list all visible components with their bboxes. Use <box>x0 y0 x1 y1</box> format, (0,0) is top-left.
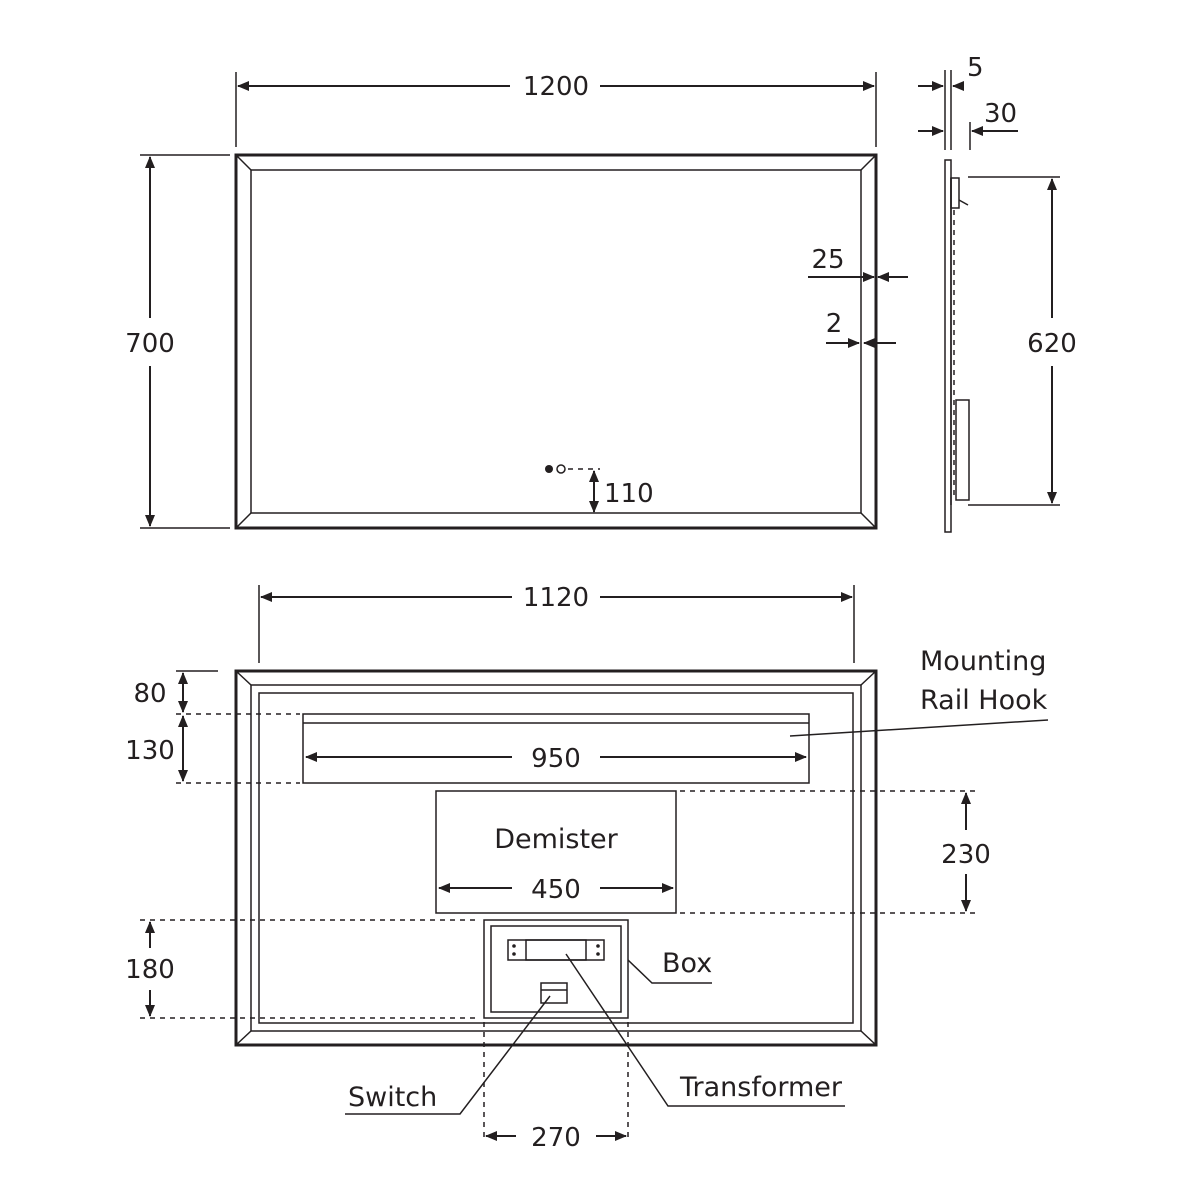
transformer-label: Transformer <box>679 1072 843 1103</box>
border-label: 25 <box>811 245 844 275</box>
box-width-label: 270 <box>531 1123 581 1153</box>
side-profile <box>944 159 970 533</box>
rail-hook-label-line2: Rail Hook <box>920 685 1048 716</box>
rail-span-label: 620 <box>1027 329 1077 359</box>
thickness-dimension: 5 <box>918 53 984 150</box>
border-dimension: 25 <box>808 245 908 282</box>
depth-dimension: 30 <box>918 99 1018 150</box>
back-width-label: 1120 <box>523 583 589 613</box>
demister-height-dimension: 230 <box>680 790 991 914</box>
switch-callout: Switch <box>345 995 551 1115</box>
switch-icon <box>540 982 568 1004</box>
rail-width-label: 950 <box>531 744 581 774</box>
demister-height-label: 230 <box>941 840 991 870</box>
rail-hook-label-line1: Mounting <box>920 646 1046 677</box>
thickness-label: 5 <box>967 53 984 83</box>
width-dimension: 1200 <box>235 72 877 147</box>
front-view: 1200 700 25 2 110 <box>125 72 908 530</box>
back-view: 1120 950 80 130 Mounting Rail Hook <box>125 583 1049 1153</box>
demister-pad: Demister 450 <box>435 790 677 914</box>
sensor-ring-icon <box>556 464 566 474</box>
box-height-dimension: 180 <box>125 919 480 1019</box>
back-outline <box>234 669 878 1047</box>
box-height-label: 180 <box>125 955 175 985</box>
rail-span-dimension: 620 <box>968 176 1077 506</box>
switch-label: Switch <box>348 1082 437 1113</box>
sensor-offset-label: 110 <box>604 479 654 509</box>
box-label: Box <box>662 948 712 979</box>
height-label: 700 <box>125 329 175 359</box>
transformer-callout: Transformer <box>565 953 845 1107</box>
demister-width-label: 450 <box>531 875 581 905</box>
back-width-dimension: 1120 <box>258 583 855 663</box>
rail-height-label: 130 <box>125 736 175 766</box>
height-dimension: 700 <box>125 154 230 529</box>
rail-offset-dimensions: 80 130 <box>125 670 300 784</box>
gap-dimension: 2 <box>826 309 896 348</box>
width-label: 1200 <box>523 72 589 102</box>
sensor-dot-icon <box>545 465 553 473</box>
depth-label: 30 <box>984 99 1017 129</box>
mounting-rail: 950 <box>302 713 810 784</box>
rail-hook-callout: Mounting Rail Hook <box>789 646 1049 737</box>
box-width-dimension: 270 <box>483 1022 629 1153</box>
electrical-box <box>483 919 629 1019</box>
touch-sensor: 110 <box>545 464 654 513</box>
mirror-outline <box>234 153 878 530</box>
top-offset-label: 80 <box>133 679 166 709</box>
demister-label: Demister <box>494 824 618 855</box>
side-view: 5 30 620 <box>918 53 1077 533</box>
box-callout: Box <box>627 948 712 984</box>
gap-label: 2 <box>826 309 843 339</box>
transformer-icon <box>507 939 605 961</box>
